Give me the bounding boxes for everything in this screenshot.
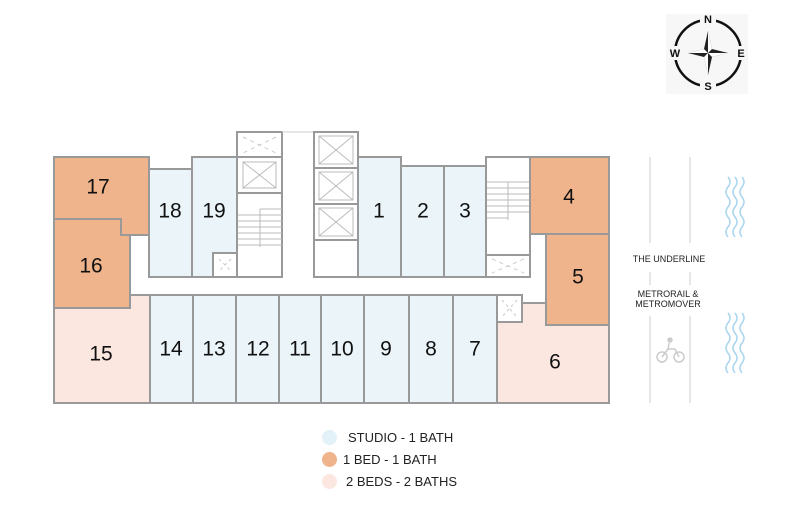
unit-label: 1 — [373, 200, 385, 223]
compass-w: W — [670, 48, 681, 60]
water-wave-icon — [725, 176, 745, 238]
unit-label: 4 — [563, 186, 575, 209]
elevator-icon — [313, 131, 359, 241]
legend: STUDIO - 1 BATH 1 BED - 1 BATH 2 BEDS - … — [322, 426, 457, 492]
unit-label: 16 — [79, 255, 102, 278]
stairs-icon — [237, 208, 282, 247]
unit-label: 17 — [86, 176, 109, 199]
unit-3[interactable]: 3 — [443, 165, 487, 278]
unit-15[interactable]: 15 — [53, 294, 151, 404]
unit-label: 9 — [380, 338, 392, 361]
unit-label: 8 — [425, 338, 437, 361]
unit-7[interactable]: 7 — [452, 294, 498, 404]
unit-6[interactable]: 6 — [496, 302, 610, 404]
one-bed-swatch-icon — [322, 451, 337, 467]
unit-14[interactable]: 14 — [149, 294, 194, 404]
unit-13[interactable]: 13 — [192, 294, 237, 404]
metrorail-label: METRORAIL & — [638, 289, 699, 299]
unit-11[interactable]: 11 — [278, 294, 322, 404]
unit-label: 14 — [159, 338, 183, 361]
unit-1[interactable]: 1 — [357, 156, 402, 278]
compass-n: N — [704, 14, 712, 26]
compass-s: S — [704, 81, 711, 93]
unit-label: 10 — [330, 338, 353, 361]
unit-label: 2 — [417, 200, 429, 223]
the-underline-label: THE UNDERLINE — [633, 254, 706, 264]
unit-16[interactable]: 16 — [53, 218, 131, 309]
unit-5[interactable]: 5 — [545, 233, 610, 326]
metromover-label: METROMOVER — [635, 299, 701, 309]
unit-9[interactable]: 9 — [363, 294, 410, 404]
bicycle-icon — [656, 337, 685, 363]
unit-8[interactable]: 8 — [408, 294, 454, 404]
legend-item-2beds: 2 BEDS - 2 BATHS — [322, 470, 457, 492]
building-core — [130, 131, 546, 323]
unit-label: 7 — [469, 338, 481, 361]
unit-label: 15 — [89, 343, 112, 366]
unit-label: 3 — [459, 200, 471, 223]
legend-label: 2 BEDS - 2 BATHS — [346, 473, 458, 489]
compass-icon: N E S W — [666, 14, 748, 94]
unit-19[interactable]: 19 — [191, 156, 238, 278]
unit-10[interactable]: 10 — [320, 294, 365, 404]
unit-label: 12 — [246, 338, 269, 361]
compass-e: E — [737, 48, 744, 60]
water-wave-icon — [725, 312, 745, 374]
two-bed-swatch-icon — [322, 473, 337, 489]
street-lines — [649, 157, 691, 403]
unit-12[interactable]: 12 — [235, 294, 280, 404]
unit-label: 18 — [158, 200, 181, 223]
unit-label: 19 — [202, 200, 225, 223]
unit-label: 6 — [549, 351, 561, 374]
unit-18[interactable]: 18 — [148, 168, 193, 278]
unit-2[interactable]: 2 — [400, 165, 445, 278]
studio-swatch-icon — [322, 429, 337, 445]
unit-label: 13 — [202, 338, 225, 361]
legend-label: 1 BED - 1 BATH — [343, 451, 437, 467]
unit-label: 5 — [572, 266, 584, 289]
legend-item-1bed: 1 BED - 1 BATH — [322, 448, 457, 470]
unit-label: 11 — [289, 338, 311, 361]
unit-4[interactable]: 4 — [529, 156, 610, 235]
legend-label: STUDIO - 1 BATH — [348, 429, 454, 445]
legend-item-studio: STUDIO - 1 BATH — [322, 426, 457, 448]
